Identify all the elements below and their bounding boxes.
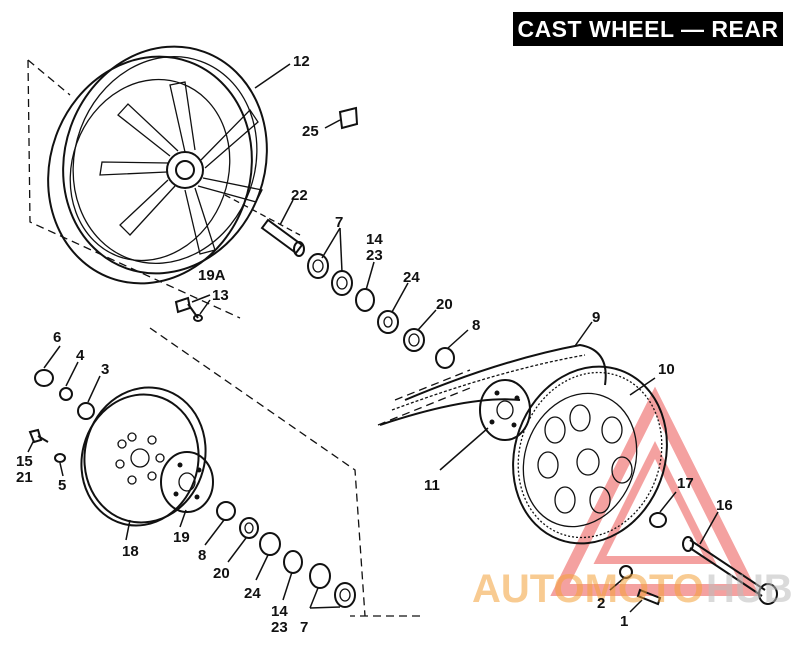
callout-17: 17 bbox=[677, 475, 694, 492]
callout-7-upper: 7 bbox=[335, 214, 343, 231]
bolt-19a bbox=[174, 296, 203, 322]
callout-24-upper: 24 bbox=[403, 269, 420, 286]
callout-3: 3 bbox=[101, 361, 109, 378]
long-bolt-16 bbox=[649, 512, 778, 605]
upper-bearing-stack bbox=[307, 253, 455, 369]
left-small-parts bbox=[28, 369, 95, 463]
callout-2: 2 bbox=[597, 595, 605, 612]
callout-19: 19 bbox=[173, 529, 190, 546]
callout-19a: 19A bbox=[198, 267, 226, 284]
watermark-text-automoto: AUTOMOTO bbox=[472, 567, 704, 611]
cast-wheel bbox=[47, 45, 268, 285]
callout-9: 9 bbox=[592, 309, 600, 326]
callout-21: 21 bbox=[16, 469, 33, 486]
watermark-triangle-inner bbox=[593, 441, 717, 564]
callout-22: 22 bbox=[291, 187, 308, 204]
callout-11: 11 bbox=[424, 477, 440, 494]
callout-7-lower: 7 bbox=[300, 619, 308, 636]
callout-15: 15 bbox=[16, 453, 33, 470]
callout-14-lower: 14 bbox=[271, 603, 288, 620]
bolt-1-2 bbox=[619, 565, 662, 606]
diagram-title: CAST WHEEL — REAR bbox=[513, 12, 783, 46]
watermark-triangle bbox=[550, 386, 760, 596]
part-25 bbox=[338, 106, 359, 130]
callout-5: 5 bbox=[58, 477, 66, 494]
callout-24-lower: 24 bbox=[244, 585, 261, 602]
axle-spacer bbox=[260, 218, 305, 257]
callout-20-upper: 20 bbox=[436, 296, 453, 313]
callout-8-lower: 8 bbox=[198, 547, 206, 564]
callout-25: 25 bbox=[302, 123, 319, 140]
dashed-boundary bbox=[27, 59, 471, 617]
disc-adapter-plate bbox=[160, 451, 214, 513]
callout-14-upper: 14 bbox=[366, 231, 383, 248]
watermark-text: AUTOMOTO HUB bbox=[472, 567, 793, 611]
sprocket-hub-plate bbox=[479, 379, 531, 441]
callout-12: 12 bbox=[293, 53, 310, 70]
lower-bearing-stack bbox=[216, 501, 356, 608]
leader-lines bbox=[27, 63, 719, 613]
callout-23-lower: 23 bbox=[271, 619, 288, 636]
callout-labels: 12 25 22 7 14 23 24 20 8 19A 13 9 10 6 4… bbox=[16, 53, 733, 636]
callout-23-upper: 23 bbox=[366, 247, 383, 264]
callout-8-upper: 8 bbox=[472, 317, 480, 334]
callout-10: 10 bbox=[658, 361, 675, 378]
brake-disc bbox=[80, 386, 207, 527]
callout-18: 18 bbox=[122, 543, 139, 560]
watermark-logo bbox=[550, 386, 760, 596]
callout-20-lower: 20 bbox=[213, 565, 230, 582]
watermark-text-hub: HUB bbox=[706, 567, 793, 611]
callout-6: 6 bbox=[53, 329, 61, 346]
callout-16: 16 bbox=[716, 497, 733, 514]
drive-belt bbox=[379, 343, 607, 426]
callout-1: 1 bbox=[620, 613, 628, 630]
callout-13: 13 bbox=[212, 287, 229, 304]
rear-sprocket bbox=[512, 365, 668, 545]
callout-4: 4 bbox=[76, 347, 85, 364]
